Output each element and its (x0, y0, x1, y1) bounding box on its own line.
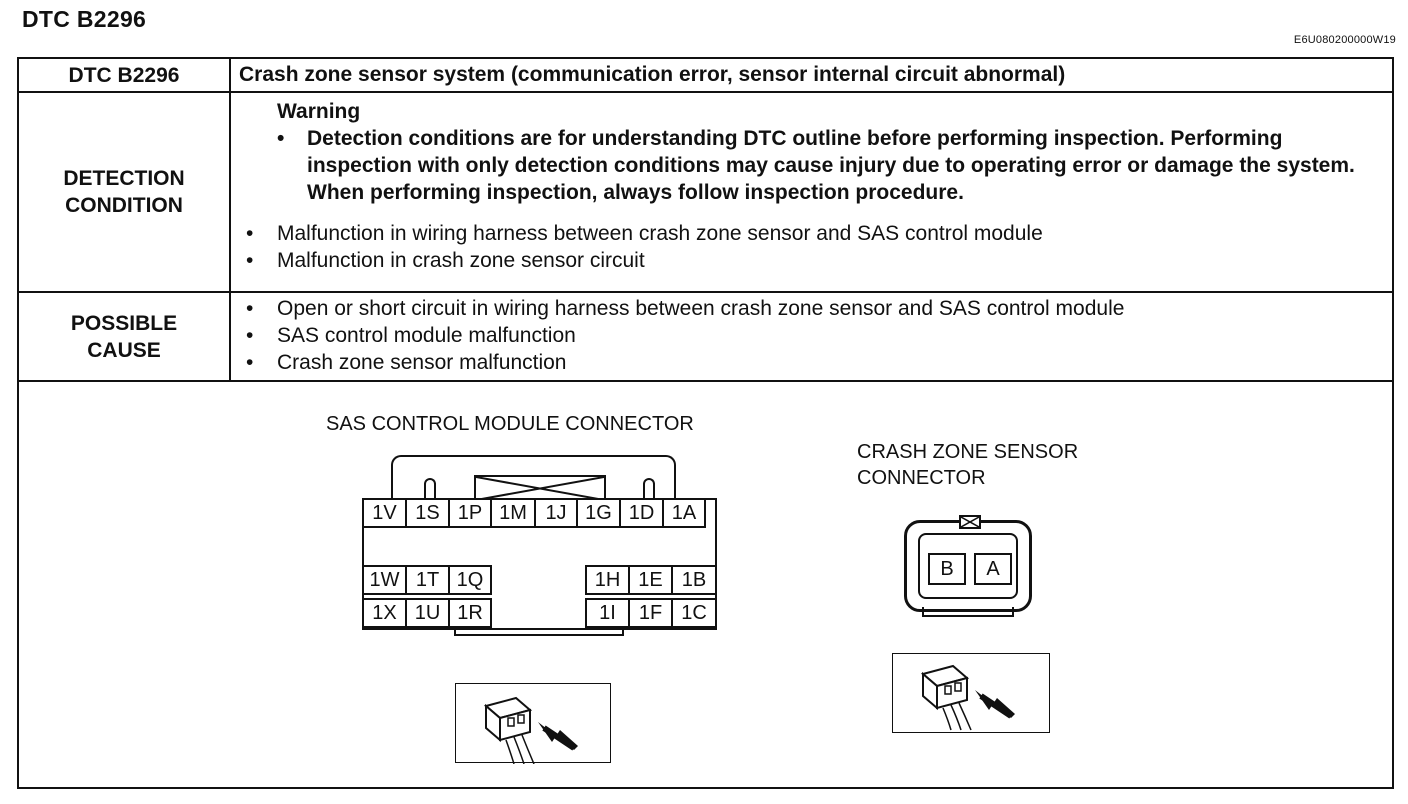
harness-side-view-icon (892, 653, 1050, 733)
sas-pin-1r: 1R (448, 598, 492, 628)
bullet: • (277, 127, 285, 150)
sas-pin-1v: 1V (362, 498, 407, 528)
possible-cause-label-text: POSSIBLE CAUSE (70, 311, 178, 362)
document-code: E6U080200000W19 (1293, 34, 1396, 46)
bullet: • (246, 297, 254, 320)
sas-pin-1d: 1D (619, 498, 664, 528)
sas-connector-skirt (454, 628, 624, 636)
harness-connector-icon (920, 664, 1015, 731)
sas-connector-title: SAS CONTROL MODULE CONNECTOR (326, 413, 694, 435)
bullet: • (246, 249, 254, 272)
sas-pin-1e: 1E (628, 565, 673, 595)
dtc-sheet: DTC B2296 Crash zone sensor system (comm… (17, 57, 1394, 789)
detection-condition-label: DETECTION CONDITION (19, 92, 231, 293)
list-item-text: Malfunction in wiring harness between cr… (277, 222, 1043, 245)
sas-pin-1i: 1I (585, 598, 630, 628)
sas-pin-1p: 1P (448, 498, 492, 528)
possible-cause-row: POSSIBLE CAUSE • Open or short circuit in… (19, 292, 1392, 382)
sas-pin-1x: 1X (362, 598, 407, 628)
list-item-text: Malfunction in crash zone sensor circuit (277, 249, 645, 272)
sas-pin-1j: 1J (534, 498, 578, 528)
crash-connector-lock-tab (959, 515, 981, 529)
detection-condition-label-text: DETECTION CONDITION (63, 167, 185, 217)
crash-connector-inner (918, 533, 1018, 599)
list-item: • SAS control module malfunction (246, 322, 1392, 349)
detection-condition-list: • Malfunction in wiring harness between c… (231, 220, 1392, 274)
harness-connector-icon (483, 696, 578, 764)
crash-connector-title-line2: CONNECTOR (857, 467, 986, 489)
sas-connector-lock-tab (643, 478, 655, 500)
list-item-text: SAS control module malfunction (277, 324, 576, 347)
sas-pin-1g: 1G (576, 498, 621, 528)
bullet: • (246, 222, 254, 245)
list-item: • Open or short circuit in wiring harness… (246, 295, 1392, 322)
dtc-code-cell: DTC B2296 (19, 59, 231, 93)
possible-cause-content: • Open or short circuit in wiring harness… (230, 292, 1392, 382)
harness-side-view-icon (455, 683, 611, 764)
crash-connector-title-line1: CRASH ZONE SENSOR (857, 441, 1079, 463)
sas-pin-1b: 1B (671, 565, 717, 595)
sas-pin-1a: 1A (662, 498, 706, 528)
warning-text: • Detection conditions are for understan… (277, 125, 1392, 206)
list-item: • Malfunction in wiring harness between c… (246, 220, 1392, 247)
possible-cause-label: POSSIBLE CAUSE (19, 292, 231, 382)
sas-pin-1c: 1C (671, 598, 717, 628)
sas-pin-1w: 1W (362, 565, 407, 595)
bullet: • (246, 351, 254, 374)
warning-title: Warning (277, 100, 361, 123)
sas-pin-1m: 1M (490, 498, 536, 528)
sas-pin-1u: 1U (405, 598, 450, 628)
sas-pin-1q: 1Q (448, 565, 492, 595)
warning-text-body: Detection conditions are for understandi… (307, 127, 1355, 204)
sas-pin-1s: 1S (405, 498, 450, 528)
sas-pin-1h: 1H (585, 565, 630, 595)
sas-pin-1t: 1T (405, 565, 450, 595)
list-item: • Crash zone sensor malfunction (246, 349, 1392, 376)
warning-block: Warning • Detection conditions are for u… (231, 93, 1392, 206)
lock-cross-icon (961, 517, 979, 527)
key-cross-icon (476, 477, 604, 500)
detection-condition-row: DETECTION CONDITION Warning • Detection … (19, 92, 1392, 293)
sas-connector-latch (391, 455, 676, 500)
list-item-text: Open or short circuit in wiring harness … (277, 297, 1125, 320)
possible-cause-list: • Open or short circuit in wiring harness… (231, 293, 1392, 376)
dtc-table: DTC B2296 Crash zone sensor system (comm… (19, 59, 1392, 382)
sas-connector-lock-tab (424, 478, 436, 500)
page-title: DTC B2296 (22, 6, 147, 32)
crash-connector-base (922, 607, 1014, 617)
detection-condition-content: Warning • Detection conditions are for u… (230, 92, 1392, 293)
bullet: • (246, 324, 254, 347)
crash-pin-a: A (974, 553, 1012, 585)
list-item: • Malfunction in crash zone sensor circui… (246, 247, 1392, 274)
dtc-row: DTC B2296 Crash zone sensor system (comm… (19, 59, 1392, 93)
list-item-text: Crash zone sensor malfunction (277, 351, 567, 374)
dtc-description: Crash zone sensor system (communication … (230, 59, 1392, 93)
sas-pin-1f: 1F (628, 598, 673, 628)
crash-pin-b: B (928, 553, 966, 585)
